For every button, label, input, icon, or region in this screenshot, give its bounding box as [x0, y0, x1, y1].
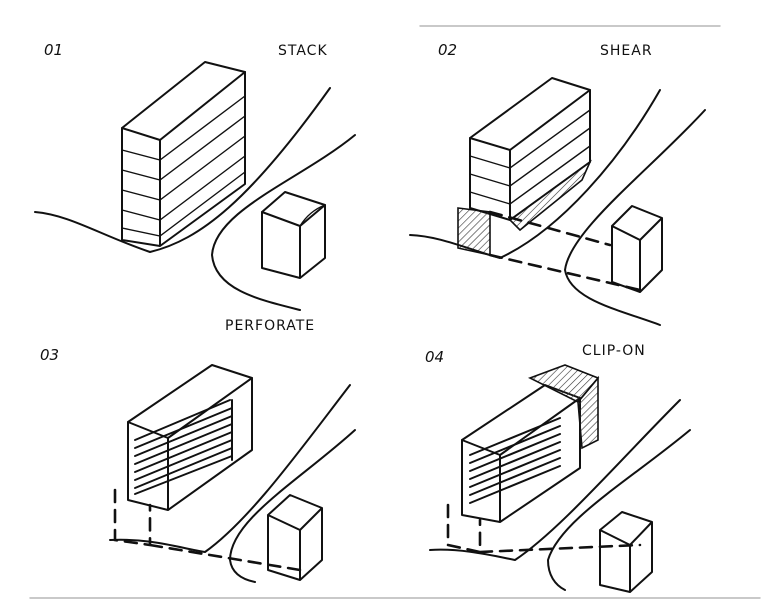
tower-building: [127, 364, 253, 511]
road-edge: [109, 384, 351, 553]
panel-number: 02: [438, 41, 457, 59]
road-edge: [429, 399, 681, 561]
panel-shear: 02 SHEAR: [409, 41, 706, 326]
road-edge: [564, 109, 706, 326]
panel-number: 04: [425, 348, 444, 366]
tower-building: [461, 384, 581, 523]
dashed-footprint: [446, 503, 642, 554]
panel-title: STACK: [278, 43, 328, 59]
clip-on-module: [527, 364, 600, 450]
road-edge: [34, 87, 331, 253]
panel-number: 01: [44, 41, 63, 59]
road-edge: [547, 429, 691, 591]
panel-title: CLIP-ON: [582, 343, 646, 359]
panel-number: 03: [40, 346, 59, 364]
panel-title: SHEAR: [600, 43, 653, 59]
road-edge: [409, 89, 661, 259]
small-building: [611, 205, 663, 293]
small-building: [261, 191, 326, 279]
tower-building: [457, 77, 592, 256]
dashed-footprint: [113, 488, 302, 572]
road-edge: [229, 429, 356, 583]
tower-building: [121, 61, 246, 247]
panel-stack: 01 STACK: [34, 41, 356, 311]
small-building: [599, 511, 653, 593]
panel-perforate: 03 PERFORATE: [40, 318, 356, 583]
panel-title: PERFORATE: [225, 318, 315, 334]
road-edge: [211, 134, 356, 311]
small-building: [267, 494, 323, 581]
panel-clip-on: 04 CLIP-ON: [425, 343, 691, 593]
dashed-footprint: [488, 210, 642, 292]
